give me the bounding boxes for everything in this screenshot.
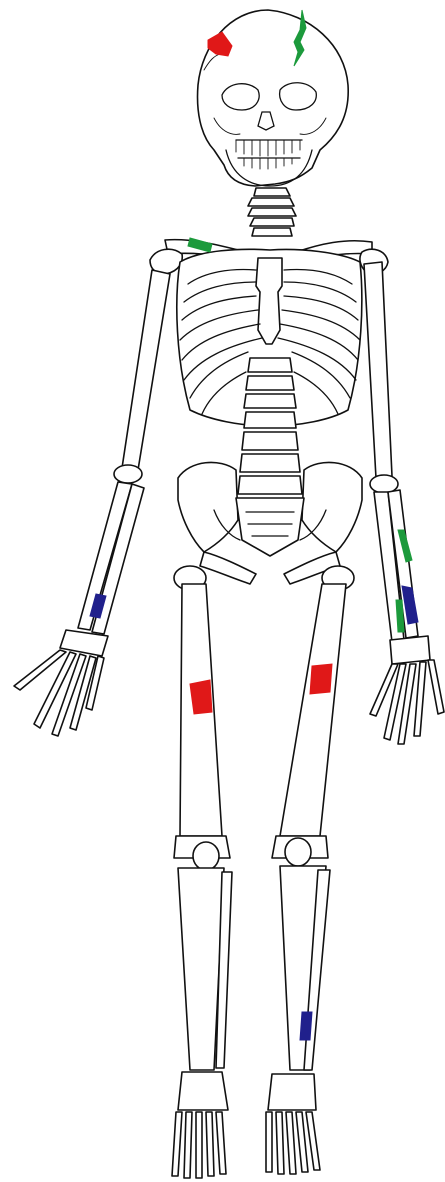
marker-left-femur-mid	[310, 664, 332, 694]
cervical-spine	[248, 188, 296, 236]
right-arm	[14, 270, 170, 736]
marker-right-femur-mid	[190, 680, 212, 714]
marker-left-fibula-distal	[300, 1012, 312, 1040]
left-leg	[266, 566, 354, 1174]
lumbar-spine	[238, 358, 302, 494]
right-leg	[172, 566, 232, 1178]
marker-left-ulna-distal	[396, 600, 404, 632]
left-arm	[364, 262, 444, 744]
